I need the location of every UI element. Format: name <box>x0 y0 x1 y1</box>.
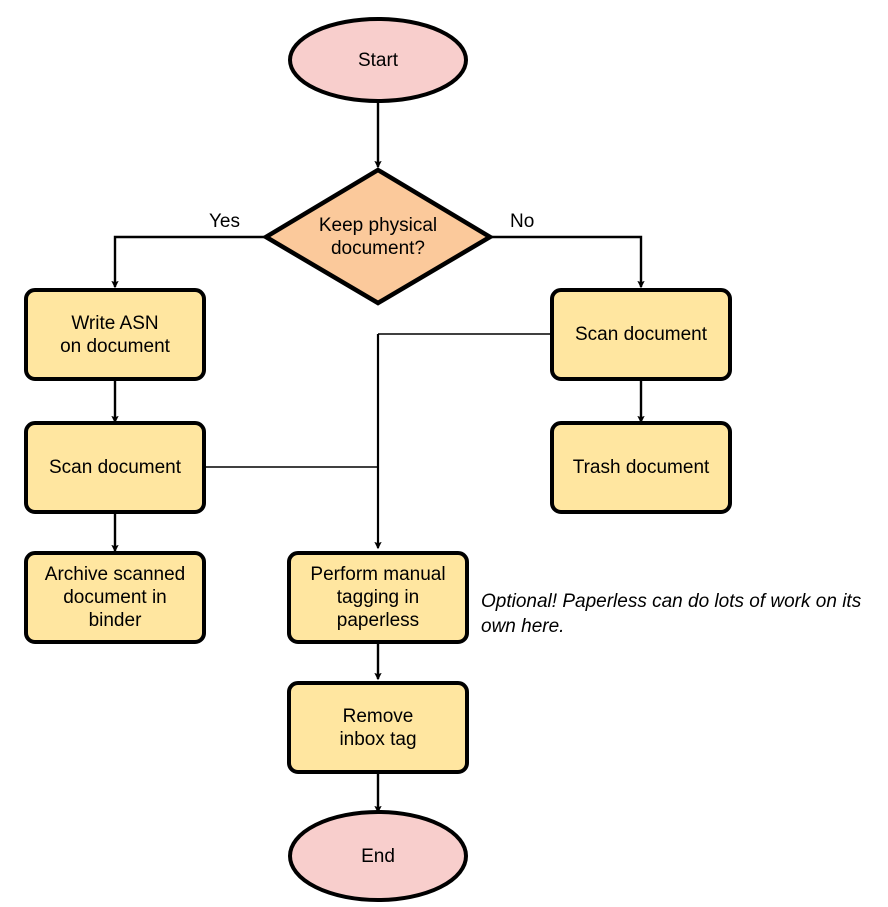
node-trash-shape <box>550 421 732 514</box>
node-scan-right-shape <box>550 288 732 381</box>
edge-label-no: No <box>510 211 535 232</box>
merge-connector-group <box>204 333 552 550</box>
node-scan-left-shape <box>24 421 206 514</box>
node-write-asn-shape <box>24 288 206 381</box>
node-manual-tagging-shape <box>287 551 469 644</box>
node-start-shape <box>288 17 468 103</box>
node-end-shape <box>288 810 468 902</box>
node-remove-inbox-shape <box>287 681 469 774</box>
edge-label-yes: Yes <box>209 211 240 232</box>
node-archive-shape <box>24 551 206 644</box>
edge-decision-no-to-scan-right <box>491 235 645 289</box>
connector-group <box>111 102 645 553</box>
optional-note: Optional! Paperless can do lots of work … <box>481 591 862 637</box>
edge-decision-yes-to-write-asn <box>111 235 265 289</box>
node-decision-shape <box>261 167 495 306</box>
